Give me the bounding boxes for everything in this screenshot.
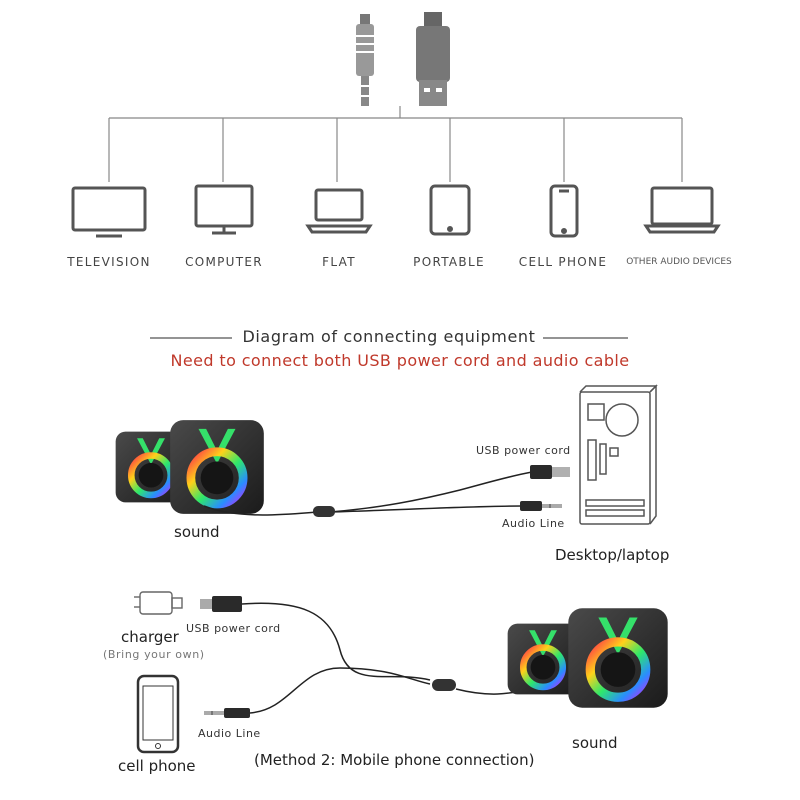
usb-plug-method2 [200,596,242,612]
diagram-title: Diagram of connecting equipment [242,327,536,346]
laptop-icon [305,188,373,234]
other-device-laptop-icon [643,186,721,234]
speakers-method2 [508,608,668,707]
branch-lines [108,106,683,182]
cell-phone-label: cell phone [118,757,196,775]
usb-plug-method1 [530,465,570,479]
speakers-method1 [116,420,264,514]
audio-line-label-1: Audio Line [502,517,565,530]
method2-caption: (Method 2: Mobile phone connection) [254,751,535,769]
device-label-portable: PORTABLE [413,255,485,269]
desktop-laptop-label: Desktop/laptop [555,546,670,564]
charger-note: (Bring your own) [103,648,205,661]
tv-icon [71,186,147,238]
inline-volume-control-1 [313,506,335,517]
sound-label-1: sound [174,523,220,541]
device-label-other-audio: OTHER AUDIO DEVICES [626,257,732,267]
device-label-flat: FLAT [322,255,356,269]
diagram-subtitle: Need to connect both USB power cord and … [170,351,630,370]
3.5mm-jack-icon [356,14,374,106]
cell-phone-device-icon [136,674,180,754]
audio-jack-method2 [204,708,250,718]
device-label-computer: COMPUTER [185,255,263,269]
usb-power-cord-label-2: USB power cord [186,622,281,635]
device-label-television: TELEVISION [67,255,151,269]
audio-jack-method1 [520,501,562,511]
usb-plug-icon [416,12,450,106]
device-label-cell-phone: CELL PHONE [518,255,608,269]
usb-power-cord-label-1: USB power cord [476,444,571,457]
tablet-icon [429,184,471,236]
audio-line-label-2: Audio Line [198,727,261,740]
inline-volume-control-2 [432,679,456,691]
desktop-tower-icon [579,384,658,525]
monitor-icon [194,184,254,235]
charger-icon [134,591,183,615]
phone-icon [549,184,579,238]
method2-cables [241,602,539,714]
charger-label: charger [121,628,179,646]
sound-label-2: sound [572,734,618,752]
method1-cables [203,471,533,516]
